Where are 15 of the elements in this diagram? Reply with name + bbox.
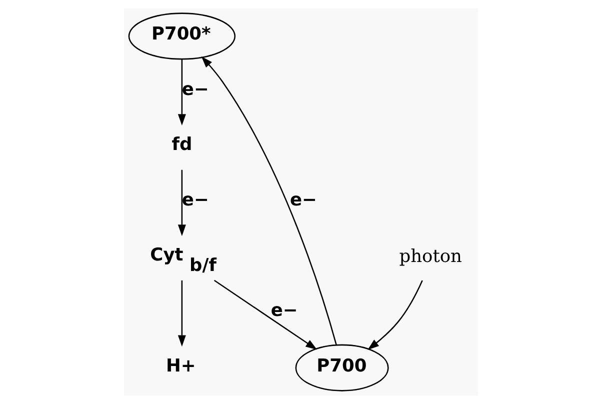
node-text: fd [171,134,192,156]
edge-label: e− [181,189,208,210]
node-ellipse: P700 [294,344,388,392]
arrow [367,280,422,350]
arrow [200,56,336,346]
edge-label: e− [181,78,208,100]
edge-label: e− [270,300,298,321]
arrow [177,170,186,236]
node-ellipse: P700* [128,12,236,60]
arrow [177,280,186,347]
node-text: H+ [166,355,196,376]
arrow [177,59,186,126]
edge-label: e− [289,189,316,210]
node-text: photon [398,246,462,267]
arrow [213,280,317,350]
